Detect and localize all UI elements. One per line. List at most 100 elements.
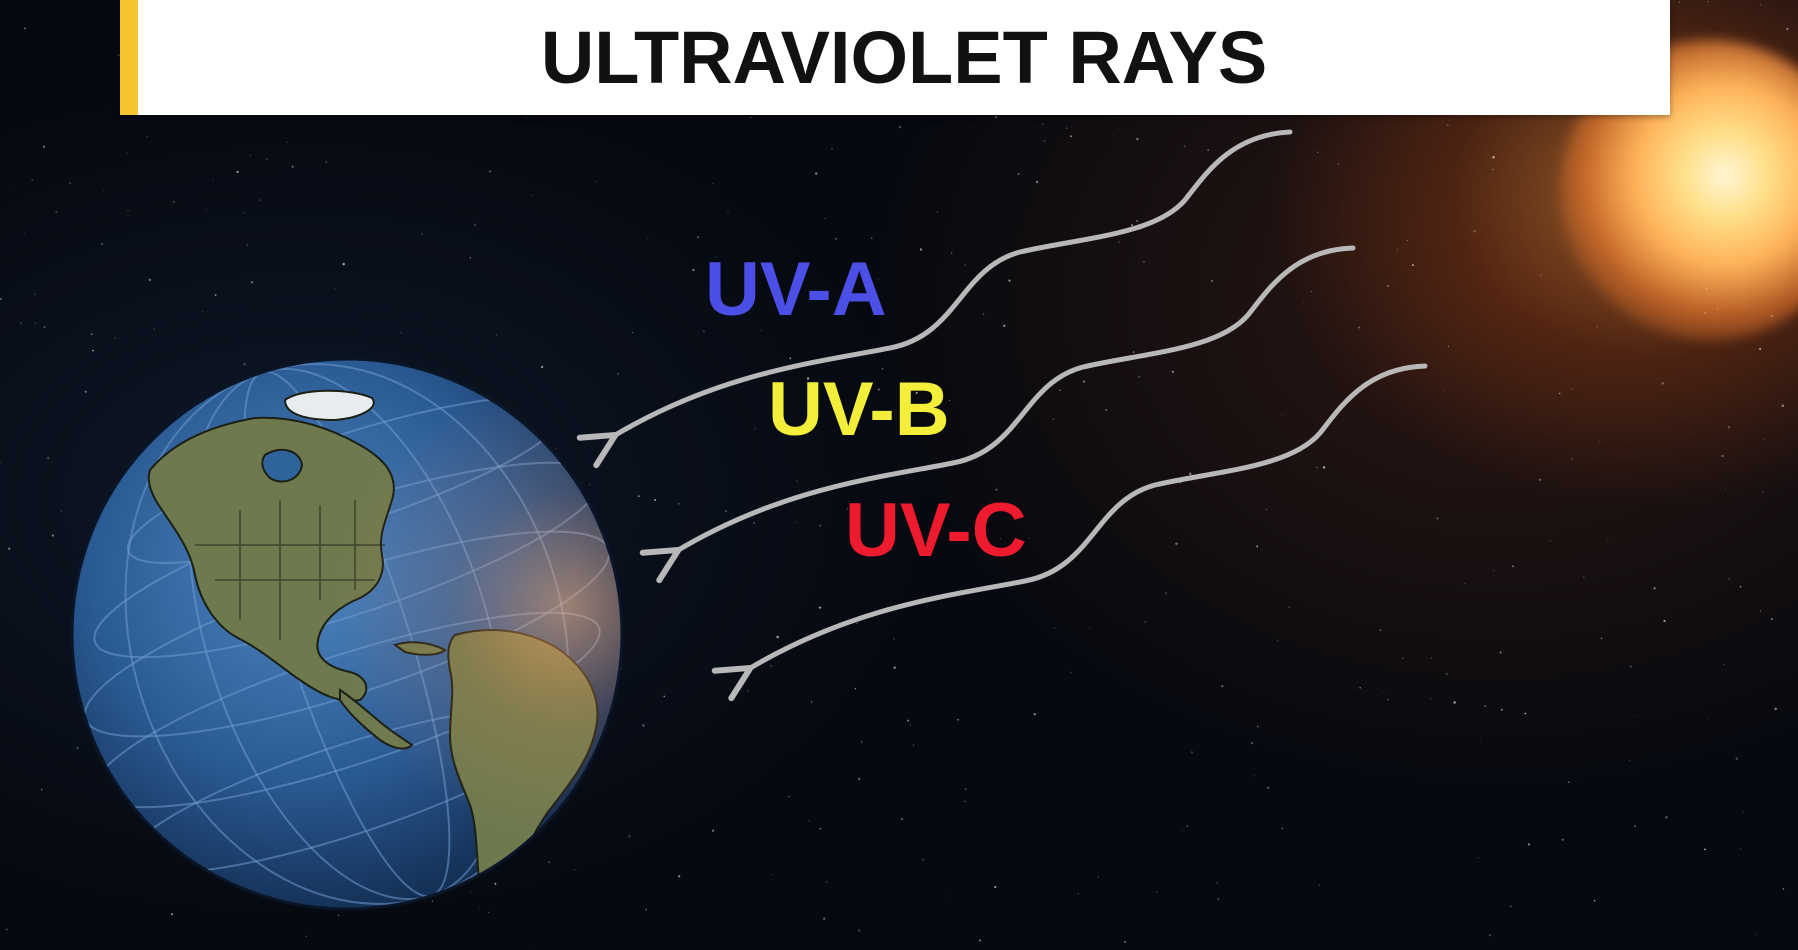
uv-b-label: UV-B [768,367,950,452]
star [898,125,902,129]
star [1527,843,1531,846]
star [860,741,863,743]
star [1028,537,1030,539]
star [1358,326,1360,329]
star [1318,884,1320,886]
star [692,268,695,272]
star [697,236,699,238]
star [1436,517,1439,520]
star [712,829,715,832]
star [596,181,598,183]
star [949,895,950,897]
star [776,635,779,639]
star [1097,876,1099,878]
star [1739,585,1742,588]
star [479,908,481,910]
star [654,498,657,502]
uv-c-label: UV-C [845,488,1027,573]
star [286,141,288,143]
star [1430,657,1432,659]
star [999,538,1002,540]
star [469,257,471,259]
star [1558,392,1561,395]
star [877,388,880,391]
star [881,368,884,370]
star [937,211,939,213]
star [1540,274,1542,276]
star [1181,829,1183,831]
star [831,147,833,150]
star [1052,418,1054,420]
star [909,724,911,726]
star [431,900,434,902]
star [1317,151,1319,153]
star [1411,264,1414,267]
star [1143,261,1145,263]
star [1216,882,1218,884]
star [1053,627,1056,629]
star [915,391,918,395]
star [1118,241,1120,243]
star [548,861,551,864]
star [291,165,294,168]
star [1512,565,1514,568]
star [846,507,849,510]
star [1473,229,1476,233]
star [1510,905,1512,907]
star [1069,671,1072,674]
star [246,244,249,247]
star [1069,135,1072,138]
star [703,330,705,332]
star [754,427,756,430]
star [1156,891,1158,893]
star [1322,466,1326,469]
star [243,363,246,366]
star [1707,717,1709,719]
star [69,181,72,185]
star [1774,707,1777,711]
star [1124,940,1127,944]
star [1130,224,1134,227]
star [1740,848,1742,850]
star [1210,279,1214,283]
star [1302,303,1304,305]
star [834,237,838,240]
star [870,237,873,239]
star [881,532,883,534]
star [495,334,498,336]
star [796,521,798,523]
star [1477,857,1479,859]
star [60,509,63,512]
star [1043,139,1046,142]
star [1337,163,1340,166]
star [964,800,966,803]
star [1036,180,1039,183]
star [1066,127,1068,129]
earth-outline [70,357,624,911]
star [1727,425,1731,429]
star [796,480,798,482]
star [0,297,3,301]
star [815,172,818,175]
star [251,281,254,284]
star [5,928,8,931]
star [530,194,532,196]
star [752,521,755,524]
star [859,393,860,395]
star [712,182,714,185]
star [334,288,336,290]
star [236,170,239,174]
star [589,484,590,486]
star [1571,388,1573,390]
star [325,161,328,164]
star [1089,626,1091,628]
star [1138,375,1141,378]
star [1033,712,1036,716]
star [1723,664,1725,666]
star [714,256,717,259]
star [473,223,476,226]
star [1484,705,1487,707]
star [642,724,645,727]
star [1499,651,1502,654]
star [1083,380,1086,383]
